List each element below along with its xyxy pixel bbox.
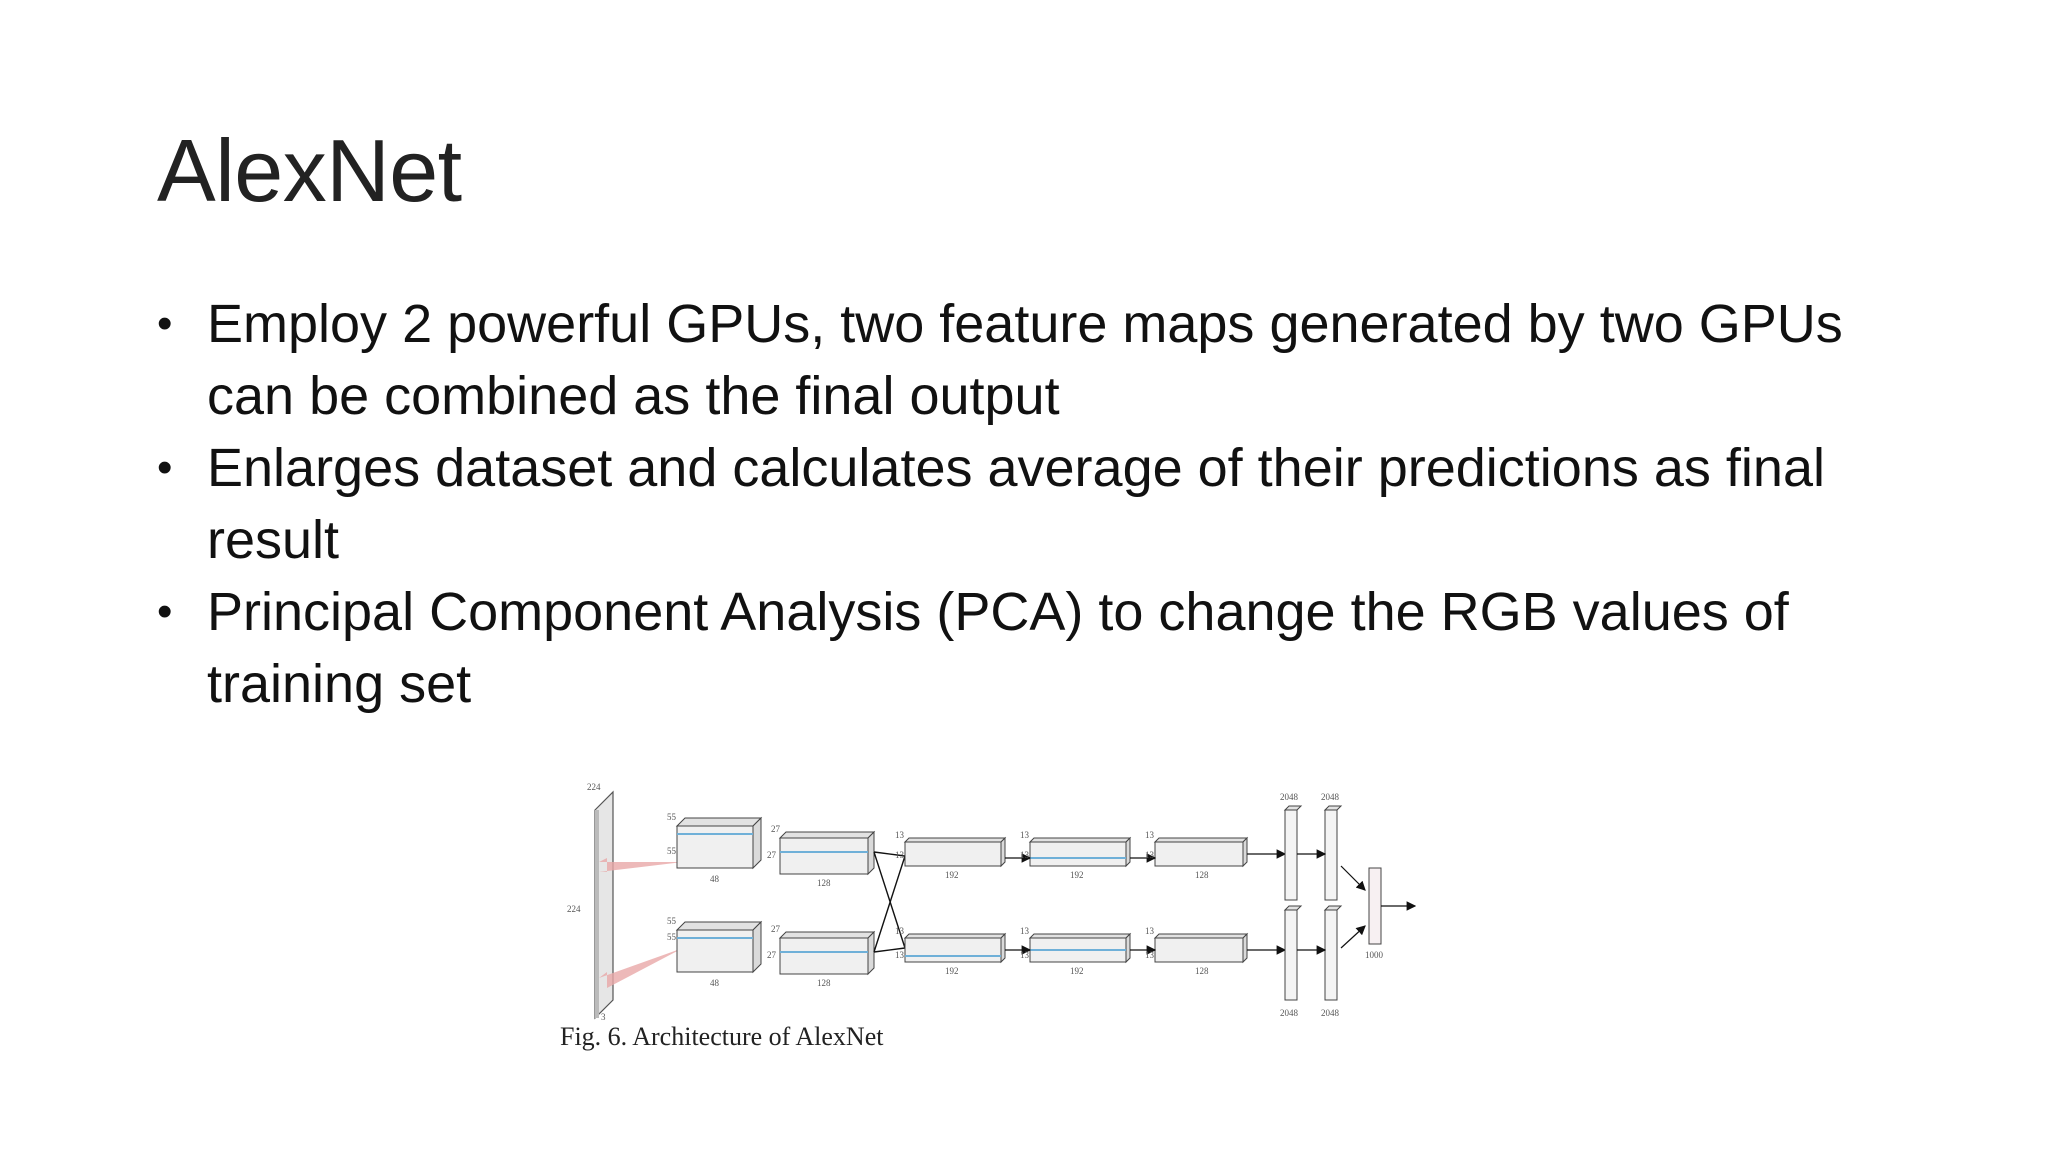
alexnet-architecture-diagram: 224 224 3 55 55 48 55 55 48 xyxy=(545,780,1445,1070)
conv4-top-block xyxy=(1028,836,1132,868)
dim-label: 192 xyxy=(945,870,959,880)
dim-label: 13 xyxy=(1145,950,1155,960)
receptive-field-bottom xyxy=(599,948,683,988)
dim-label: 192 xyxy=(1070,966,1084,976)
fc7-top-layer xyxy=(1323,805,1343,901)
dim-label: 2048 xyxy=(1280,792,1299,802)
dim-label: 13 xyxy=(895,830,905,840)
dim-label: 13 xyxy=(1020,926,1030,936)
bullet-dot-icon: • xyxy=(157,587,173,636)
dim-label: 27 xyxy=(767,950,777,960)
dim-label: 192 xyxy=(945,966,959,976)
dim-label: 1000 xyxy=(1365,950,1384,960)
dim-label: 55 xyxy=(667,846,677,856)
conv2-bottom-block xyxy=(778,930,876,976)
bullet-dot-icon: • xyxy=(157,443,173,492)
dim-label: 128 xyxy=(1195,870,1209,880)
dim-label: 13 xyxy=(895,850,905,860)
dim-label: 13 xyxy=(1145,926,1155,936)
receptive-field-top xyxy=(599,858,683,872)
dim-label: 224 xyxy=(587,782,601,792)
conv3-top-block xyxy=(903,836,1007,868)
dim-label: 2048 xyxy=(1321,1008,1340,1018)
dim-label: 13 xyxy=(1020,850,1030,860)
bullet-list: • Employ 2 powerful GPUs, two feature map… xyxy=(157,288,1937,720)
dim-label: 128 xyxy=(817,978,831,988)
dim-label: 2048 xyxy=(1321,792,1340,802)
dim-label: 2048 xyxy=(1280,1008,1299,1018)
gpu-cross-connection xyxy=(873,851,906,953)
conv2-top-block xyxy=(778,830,876,876)
figure-caption: Fig. 6. Architecture of AlexNet xyxy=(560,1022,884,1051)
dim-label: 3 xyxy=(601,1012,606,1020)
dim-label: 27 xyxy=(771,924,781,934)
dim-label: 27 xyxy=(767,850,777,860)
bullet-item: • Employ 2 powerful GPUs, two feature map… xyxy=(157,288,1937,432)
conv4-bottom-block xyxy=(1028,932,1132,964)
dim-label: 13 xyxy=(1020,830,1030,840)
conv3-bottom-block xyxy=(903,932,1007,964)
dim-label: 128 xyxy=(817,878,831,888)
bullet-text: Principal Component Analysis (PCA) to ch… xyxy=(207,582,1789,714)
fc6-top-layer xyxy=(1283,805,1303,901)
bullet-item: • Principal Component Analysis (PCA) to c… xyxy=(157,576,1937,720)
dim-label: 13 xyxy=(1145,850,1155,860)
bullet-text: Enlarges dataset and calculates average … xyxy=(207,438,1825,570)
bullet-dot-icon: • xyxy=(157,299,173,348)
dim-label: 27 xyxy=(771,824,781,834)
fc6-bottom-layer xyxy=(1283,905,1303,1001)
conv5-top-block xyxy=(1153,836,1249,868)
slide-title: AlexNet xyxy=(157,121,462,220)
dim-label: 55 xyxy=(667,812,677,822)
bullet-item: • Enlarges dataset and calculates average… xyxy=(157,432,1937,576)
dim-label: 13 xyxy=(1145,830,1155,840)
fc7-bottom-layer xyxy=(1323,905,1343,1001)
bullet-text: Employ 2 powerful GPUs, two feature maps… xyxy=(207,294,1843,426)
conv1-bottom-block xyxy=(675,920,763,974)
input-image-block xyxy=(594,790,614,1020)
dim-label: 13 xyxy=(1020,950,1030,960)
dim-label: 55 xyxy=(667,932,677,942)
dim-label: 192 xyxy=(1070,870,1084,880)
output-layer xyxy=(1368,867,1382,945)
conv1-top-block xyxy=(675,816,763,870)
dim-label: 13 xyxy=(895,926,905,936)
dim-label: 128 xyxy=(1195,966,1209,976)
conv5-bottom-block xyxy=(1153,932,1249,964)
dim-label: 13 xyxy=(895,950,905,960)
dim-label: 48 xyxy=(710,874,720,884)
architecture-svg: 224 224 3 55 55 48 55 55 48 xyxy=(567,782,1417,1020)
dim-label: 48 xyxy=(710,978,720,988)
dim-label: 55 xyxy=(667,916,677,926)
dim-label: 224 xyxy=(567,904,581,914)
